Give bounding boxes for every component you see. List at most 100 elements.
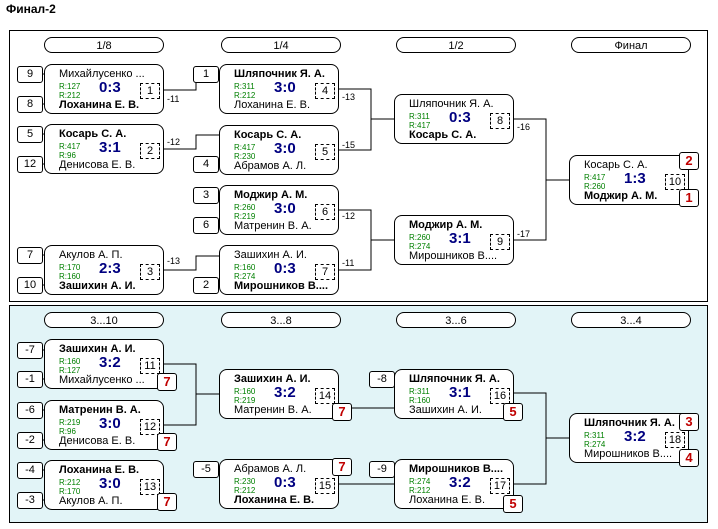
player-rating: R:311	[584, 431, 605, 440]
player-rating: R:160	[59, 272, 81, 281]
player-rating: R:170	[59, 487, 81, 496]
player-rating: R:170	[59, 263, 81, 272]
round-header: 3...4	[571, 312, 691, 328]
seed-box: -8	[369, 371, 395, 388]
place-badge: 7	[332, 458, 352, 476]
match-score: 3:2	[624, 428, 646, 445]
match-score: 0:3	[274, 474, 296, 491]
round-header: Финал	[571, 37, 691, 53]
player-rating: R:212	[409, 486, 431, 495]
loser-ref-label: -16	[517, 122, 531, 132]
player-name: Зашихин А. И.	[59, 280, 136, 292]
player-rating: R:274	[409, 242, 431, 251]
match-score: 3:0	[274, 140, 296, 157]
seed-box: -6	[17, 402, 43, 419]
player-name: Шляпочник Я. А.	[234, 68, 325, 80]
loser-ref-label: -15	[342, 140, 356, 150]
match-score: 3:2	[449, 474, 471, 491]
match-score: 3:2	[274, 384, 296, 401]
match-number: 7	[315, 264, 335, 280]
match-number: 5	[315, 144, 335, 160]
match-score: 3:0	[99, 475, 121, 492]
player-rating: R:260	[409, 233, 431, 242]
player-rating: R:160	[409, 396, 431, 405]
player-name: Косарь С. А.	[234, 129, 302, 141]
place-badge: 7	[157, 373, 177, 391]
seed-box: 8	[17, 96, 43, 113]
loser-ref-label: -13	[167, 256, 181, 266]
round-header: 3...10	[44, 312, 164, 328]
match-score: 0:3	[99, 79, 121, 96]
player-rating: R:417	[59, 142, 81, 151]
match-number: 8	[490, 113, 510, 129]
match-score: 3:0	[99, 415, 121, 432]
player-name: Мирошников В....	[409, 463, 504, 475]
player-name: Зашихин А. И.	[59, 343, 136, 355]
player-name: Косарь С. А.	[409, 129, 477, 141]
loser-ref-label: -11	[167, 94, 180, 104]
player-rating: R:311	[409, 387, 430, 396]
seed-box: -3	[17, 492, 43, 509]
player-name: Акулов А. П.	[59, 495, 123, 507]
player-rating: R:260	[234, 203, 256, 212]
round-header: 3...8	[221, 312, 341, 328]
match-number: 10	[665, 174, 685, 190]
player-name: Моджир А. М.	[234, 189, 308, 201]
player-rating: R:96	[59, 427, 76, 436]
window-title: Финал-2	[6, 2, 56, 16]
player-rating: R:230	[234, 152, 256, 161]
player-name: Михайлусенко ...	[59, 374, 145, 386]
seed-box: 9	[17, 66, 43, 83]
player-name: Лоханина Е. В.	[59, 99, 140, 111]
player-name: Мирошников В....	[584, 448, 673, 460]
player-name: Матренин В. А.	[234, 404, 312, 416]
match-number: 6	[315, 204, 335, 220]
match-number: 13	[140, 479, 160, 495]
match-number: 18	[665, 432, 685, 448]
player-rating: R:160	[59, 357, 81, 366]
seed-box: -1	[17, 371, 43, 388]
player-name: Лоханина Е. В.	[59, 464, 140, 476]
player-name: Зашихин А. И.	[234, 249, 307, 261]
match-score: 3:1	[449, 384, 471, 401]
loser-ref-label: -12	[342, 211, 356, 221]
player-rating: R:274	[409, 477, 431, 486]
seed-box: 1	[193, 66, 219, 83]
player-rating: R:127	[59, 366, 81, 375]
seed-box: 10	[17, 277, 43, 294]
player-name: Мирошников В....	[409, 250, 498, 262]
match-score: 3:1	[449, 230, 471, 247]
player-rating: R:219	[234, 396, 256, 405]
seed-box: -2	[17, 432, 43, 449]
match-score: 3:0	[274, 79, 296, 96]
player-rating: R:274	[234, 272, 256, 281]
loser-ref-label: -17	[517, 229, 531, 239]
player-name: Мирошников В....	[234, 280, 329, 292]
player-rating: R:212	[234, 91, 256, 100]
match-score: 3:2	[99, 354, 121, 371]
player-name: Абрамов А. Л.	[234, 160, 307, 172]
player-rating: R:212	[59, 478, 81, 487]
match-number: 3	[140, 264, 160, 280]
seed-box: 7	[17, 247, 43, 264]
round-header: 3...6	[396, 312, 516, 328]
